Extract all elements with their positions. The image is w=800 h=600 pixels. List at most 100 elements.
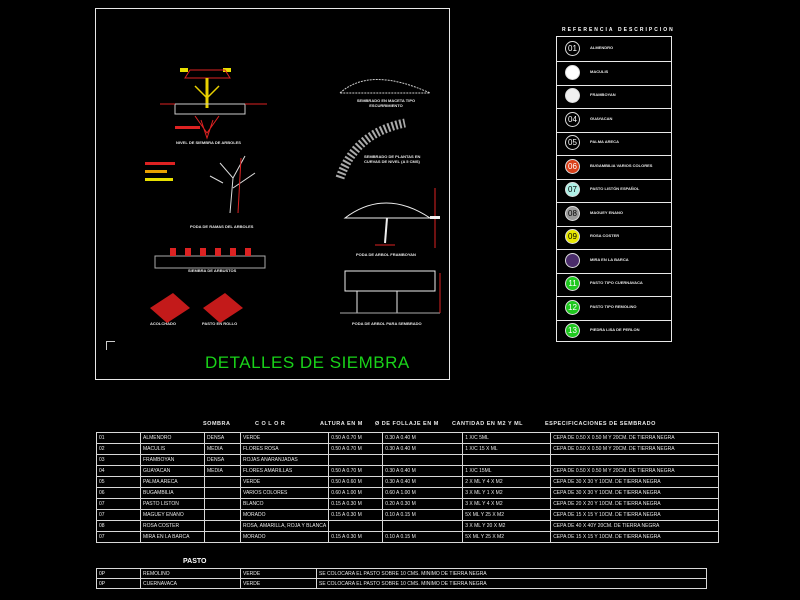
- table-cell: 1 X/C 5ML: [462, 432, 552, 444]
- legend-item: 05 PALMA ARECA: [557, 131, 671, 156]
- table-cell: 0.15 A 0.30 M: [328, 509, 384, 521]
- table-cell: [204, 509, 241, 521]
- table-cell: ALMENDRO: [140, 432, 205, 444]
- table-cell: CUERNAVACA: [140, 578, 241, 589]
- table-cell: 1 X/C 15 X ML: [462, 443, 552, 455]
- legend-symbol-icon: 05: [565, 135, 580, 150]
- table-cell: 07: [96, 509, 141, 521]
- legend-symbol-icon: 06: [565, 158, 580, 174]
- table-cell: PALMA ARECA: [140, 476, 205, 488]
- table-cell: [462, 454, 552, 466]
- legend-symbol-icon: [565, 252, 580, 268]
- col-altura: ALTURA EN M: [320, 421, 363, 427]
- table-cell: 3 X ML Y 4 X M2: [462, 498, 552, 510]
- table-cell: CEPA DE 0.50 X 0.50 M Y 20CM. DE TIERRA …: [550, 432, 720, 444]
- col-follaje: Ø DE FOLLAJE EN M: [375, 421, 439, 427]
- table-cell: CEPA DE 15 X 15 Y 10CM. DE TIERRA NEGRA: [550, 509, 720, 521]
- shrub-planting-detail: [154, 248, 266, 269]
- table-cell: 0.60 A 1.00 M: [382, 487, 464, 499]
- table-cell: 0.15 A 0.30 M: [328, 531, 384, 543]
- label-poda-arbol: PODA DE ARBOL FRAMBOYAN: [356, 252, 416, 257]
- table-cell: ROSA COSTER: [140, 520, 205, 532]
- legend-description: PASTO TIPO CUERNAVACA: [590, 280, 643, 285]
- legend-description: PALMA ARECA: [590, 139, 619, 144]
- table-cell: [204, 487, 241, 499]
- table-cell: FLORES AMARILLAS: [239, 465, 330, 477]
- tree-pruning-planting-detail: [340, 270, 441, 314]
- table-cell: BUGAMBILIA: [140, 487, 205, 499]
- legend-item: MIRA EN LA BARCA: [557, 249, 671, 274]
- table-cell: SE COLOCARA EL PASTO SOBRE 10 CMS. MINIM…: [316, 568, 707, 579]
- table-cell: CEPA DE 30 X 30 Y 10CM. DE TIERRA NEGRA: [550, 476, 720, 488]
- table-cell: [204, 531, 241, 543]
- table-cell: 03: [96, 454, 141, 466]
- table-cell: VARIOS COLORES: [239, 487, 330, 499]
- table-cell: PASTO LISTON: [140, 498, 205, 510]
- legend-description: MAGUEY ENANO: [590, 209, 624, 215]
- table-cell: VERDE: [239, 432, 330, 444]
- legend-symbol-icon: [565, 64, 580, 80]
- col-cantidad: CANTIDAD EN M2 Y ML: [452, 421, 524, 427]
- table-cell: DENSA: [204, 454, 241, 466]
- table-cell: 0.30 A 0.40 M: [382, 465, 464, 477]
- table-cell: [382, 454, 464, 466]
- table-cell: 0P: [96, 568, 141, 579]
- table-cell: 0P: [96, 578, 141, 589]
- legend-symbol-icon: 09: [565, 229, 580, 244]
- table-cell: CEPA DE 0.50 X 0.50 M Y 20CM. DE TIERRA …: [550, 465, 720, 477]
- table-cell: DENSA: [204, 432, 241, 444]
- table-cell: 06: [96, 487, 141, 499]
- table-cell: SE COLOCARA EL PASTO SOBRE 10 CMS. MINIM…: [316, 578, 707, 589]
- table-cell: [204, 476, 241, 488]
- frame-corner-mark: [106, 341, 115, 350]
- legend-description: PIEDRA LISA DE PERLON: [590, 327, 640, 332]
- table-cell: 0.30 A 0.40 M: [382, 432, 464, 444]
- legend-description: MACULIS: [590, 68, 609, 74]
- table-cell: 0.10 A 0.15 M: [382, 531, 464, 543]
- table-cell: [382, 520, 464, 532]
- table-cell: CEPA DE 40 X 40Y 20CM. DE TIERRA NEGRA: [550, 520, 720, 532]
- drawing-frame: [95, 8, 450, 380]
- legend-symbol-icon: 13: [565, 323, 580, 338]
- legend-description: BUGAMBILIA VARIOS COLORES: [590, 162, 653, 168]
- table-cell: FRAMBOYAN: [140, 454, 205, 466]
- legend-description: PASTO LISTÓN ESPAÑOL: [590, 186, 640, 191]
- table-cell: ROJAS ANARANJADAS: [239, 454, 330, 466]
- table-cell: 04: [96, 465, 141, 477]
- label-pasto-rollo: PASTO EN ROLLO: [202, 321, 238, 326]
- tree-planting-level-detail: [160, 68, 267, 140]
- legend-description: PASTO TIPO REMOLINO: [590, 303, 637, 309]
- table-cell: 3 X ML Y 1 X M2: [462, 487, 552, 499]
- table-cell: 0.50 A 0.70 M: [328, 432, 384, 444]
- legend-symbol-icon: [565, 88, 580, 103]
- table-cell: 0.20 A 0.30 M: [382, 498, 464, 510]
- table-cell: GUAYACAN: [140, 465, 205, 477]
- legend-description: MIRA EN LA BARCA: [590, 256, 629, 262]
- table-cell: MEDIA: [204, 465, 241, 477]
- table-cell: VERDE: [240, 568, 317, 579]
- legend-item: FRAMBOYAN: [557, 84, 671, 109]
- table-cell: 3 X ML Y 20 X M2: [462, 520, 552, 532]
- table-cell: VERDE: [239, 476, 330, 488]
- col-sombra: SOMBRA: [203, 421, 231, 427]
- table-cell: 0.50 A 0.60 M: [328, 476, 384, 488]
- table-cell: 5X ML Y 25 X M2: [462, 531, 552, 543]
- col-especificaciones: ESPECIFICACIONES DE SEMBRADO: [545, 421, 656, 427]
- table-cell: [204, 520, 241, 532]
- legend-item: MACULIS: [557, 61, 671, 86]
- table-cell: 0.60 A 1.00 M: [328, 487, 384, 499]
- table-cell: MACULIS: [140, 443, 205, 455]
- table-cell: 07: [96, 531, 141, 543]
- table-cell: 0.15 A 0.30 M: [328, 498, 384, 510]
- mulch-and-sod-detail: [150, 293, 243, 323]
